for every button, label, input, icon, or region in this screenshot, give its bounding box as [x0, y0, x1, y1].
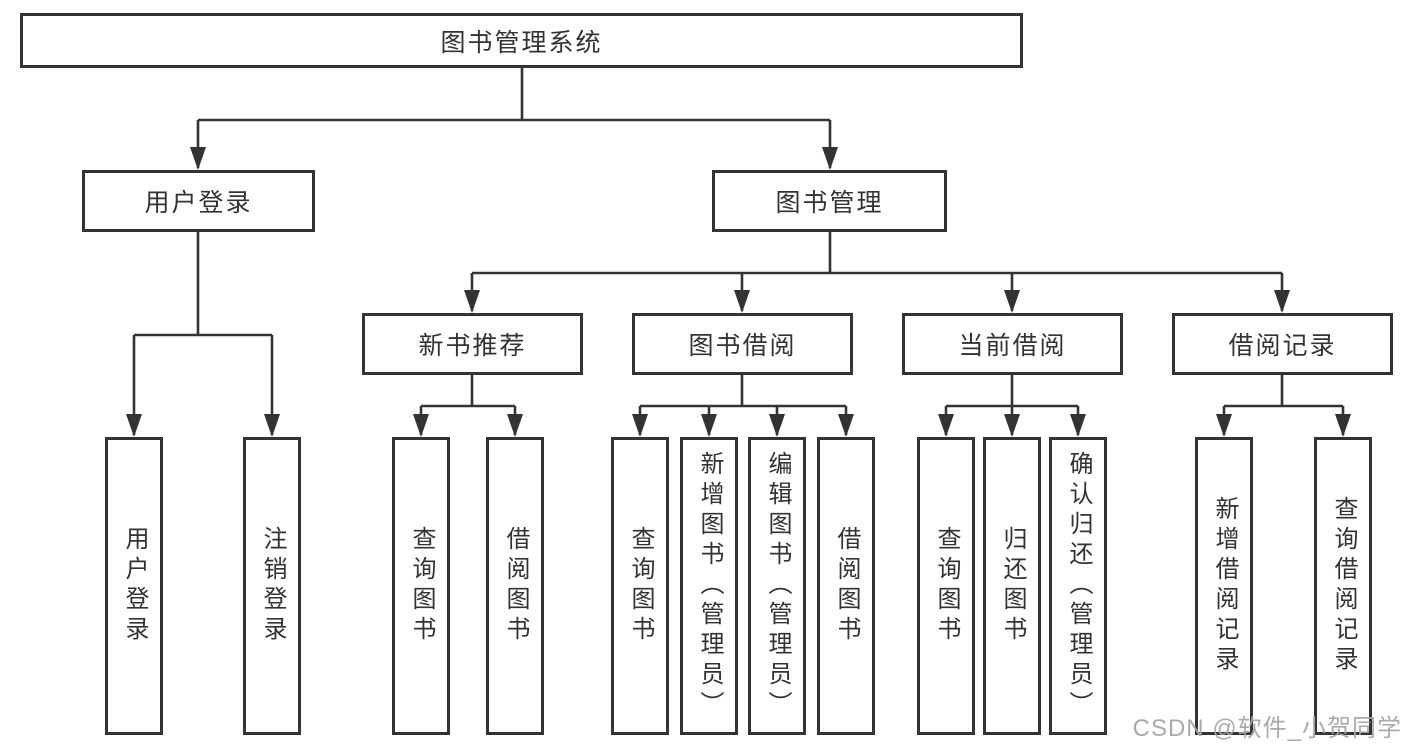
node-label: 借阅记录 [1228, 332, 1337, 360]
leaf-label: 借阅图书 [833, 526, 860, 646]
node-borrow-records: 借阅记录 [1172, 313, 1393, 375]
node-user-login: 用户登录 [82, 170, 315, 232]
leaf-user-login: 用户登录 [105, 437, 163, 735]
leaf-label: 归还图书 [999, 526, 1026, 646]
leaf-query-book-under-recommend: 查询图书 [392, 437, 450, 735]
leaf-label: 注销登录 [259, 526, 286, 646]
leaf-label: 查询图书 [933, 526, 960, 646]
node-label: 图书借阅 [688, 332, 797, 360]
node-new-book-recommend: 新书推荐 [362, 313, 583, 375]
leaf-add-book-admin: 新增图书（管理员） [680, 437, 738, 735]
leaf-label: 确认归还（管理员） [1065, 451, 1092, 721]
leaf-label: 用户登录 [121, 526, 148, 646]
leaf-query-borrow-record: 查询借阅记录 [1314, 437, 1372, 735]
leaf-query-book-under-borrow: 查询图书 [611, 437, 669, 735]
leaf-logout: 注销登录 [243, 437, 301, 735]
leaf-return-book: 归还图书 [983, 437, 1041, 735]
leaf-confirm-return-admin: 确认归还（管理员） [1049, 437, 1107, 735]
leaf-borrow-book-under-borrow: 借阅图书 [817, 437, 875, 735]
leaf-edit-book-admin: 编辑图书（管理员） [748, 437, 806, 735]
leaf-query-book-under-current: 查询图书 [917, 437, 975, 735]
node-root-library-system: 图书管理系统 [20, 13, 1023, 68]
leaf-label: 新增图书（管理员） [696, 451, 723, 721]
leaf-add-borrow-record: 新增借阅记录 [1195, 437, 1253, 735]
node-book-borrow: 图书借阅 [632, 313, 853, 375]
node-current-borrow: 当前借阅 [902, 313, 1123, 375]
leaf-borrow-book-under-recommend: 借阅图书 [486, 437, 544, 735]
leaf-label: 借阅图书 [502, 526, 529, 646]
leaf-label: 新增借阅记录 [1211, 496, 1238, 676]
node-label: 图书管理 [775, 189, 884, 217]
node-book-management: 图书管理 [712, 170, 947, 232]
arrowhead-icons [126, 147, 1351, 437]
node-label: 图书管理系统 [440, 28, 603, 57]
leaf-label: 查询借阅记录 [1330, 496, 1357, 676]
csdn-watermark: CSDN @软件_小贺同学 [1132, 715, 1402, 742]
node-label: 新书推荐 [418, 332, 527, 360]
node-label: 用户登录 [144, 189, 253, 217]
node-label: 当前借阅 [958, 332, 1067, 360]
leaf-label: 查询图书 [627, 526, 654, 646]
leaf-label: 编辑图书（管理员） [764, 451, 791, 721]
leaf-label: 查询图书 [408, 526, 435, 646]
